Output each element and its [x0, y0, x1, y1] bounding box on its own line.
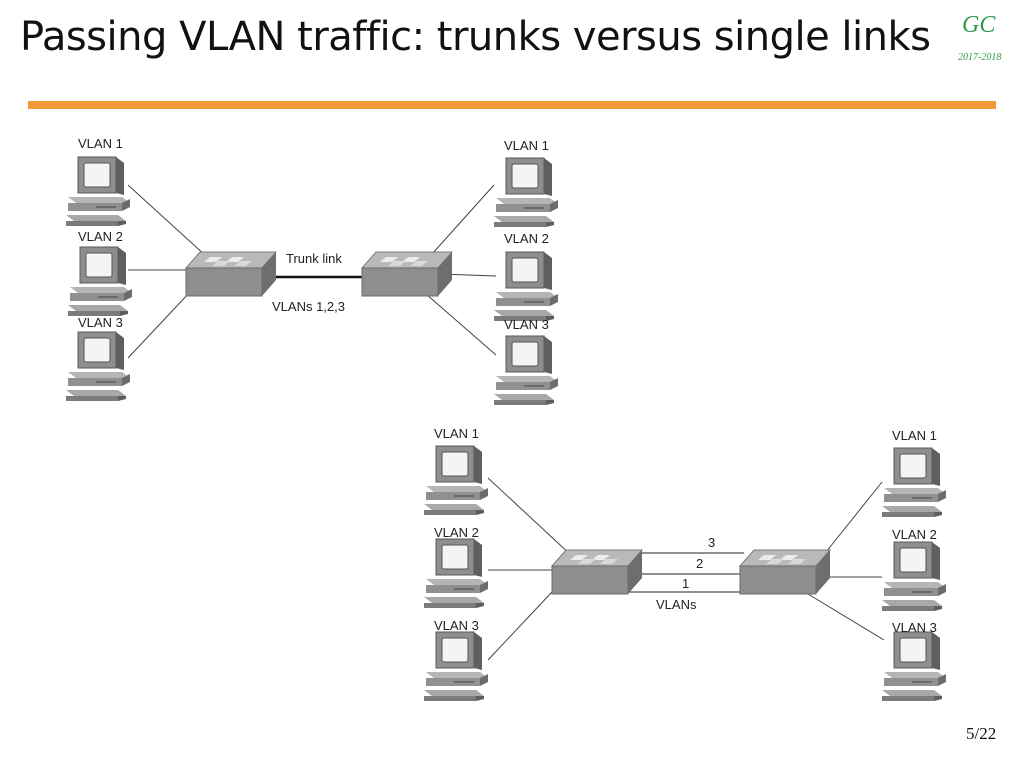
computer-icon: [881, 447, 947, 518]
host-label-vlan-3: VLAN 3: [892, 620, 937, 635]
computer-icon: [423, 538, 489, 609]
link-host-switch: [487, 591, 553, 661]
switch-icon: [739, 549, 831, 595]
host-label-vlan-2: VLAN 2: [504, 231, 549, 246]
link-host-switch: [825, 481, 883, 553]
trunk-link-label: Trunk link: [286, 251, 342, 266]
computer-icon: [65, 331, 131, 402]
switch-icon: [361, 251, 453, 297]
computer-icon: [423, 631, 489, 702]
vlans-label: VLANs: [656, 597, 697, 612]
computer-icon: [67, 246, 133, 317]
link-host-switch: [431, 184, 495, 255]
computer-icon: [493, 335, 559, 406]
computer-icon: [881, 541, 947, 612]
host-label-vlan-1: VLAN 1: [504, 138, 549, 153]
link-host-switch: [425, 293, 497, 356]
host-label-vlan-1: VLAN 1: [78, 136, 123, 151]
logo-monogram: GC: [962, 12, 996, 38]
computer-icon: [493, 251, 559, 322]
host-label-vlan-2: VLAN 2: [434, 525, 479, 540]
slide-title: Passing VLAN traffic: trunks versus sing…: [20, 14, 931, 60]
computer-icon: [493, 157, 559, 228]
link-host-switch: [127, 184, 207, 257]
link-host-switch: [807, 593, 885, 641]
link-host-switch: [127, 291, 191, 359]
switch-icon: [185, 251, 277, 297]
host-label-vlan-3: VLAN 3: [78, 315, 123, 330]
link-label-2: 2: [696, 556, 703, 571]
host-label-vlan-3: VLAN 3: [434, 618, 479, 633]
link-label-3: 3: [708, 535, 715, 550]
title-underline: [28, 101, 996, 109]
host-label-vlan-1: VLAN 1: [434, 426, 479, 441]
computer-icon: [65, 156, 131, 227]
computer-icon: [423, 445, 489, 516]
computer-icon: [881, 631, 947, 702]
trunk-vlans-label: VLANs 1,2,3: [272, 299, 345, 314]
host-label-vlan-3: VLAN 3: [504, 317, 549, 332]
host-label-vlan-2: VLAN 2: [78, 229, 123, 244]
page-number: 5/22: [966, 724, 997, 743]
link-label-1: 1: [682, 576, 689, 591]
host-label-vlan-2: VLAN 2: [892, 527, 937, 542]
logo-year: 2017-2018: [958, 52, 1002, 63]
switch-icon: [551, 549, 643, 595]
host-label-vlan-1: VLAN 1: [892, 428, 937, 443]
link-host-switch: [487, 477, 573, 557]
